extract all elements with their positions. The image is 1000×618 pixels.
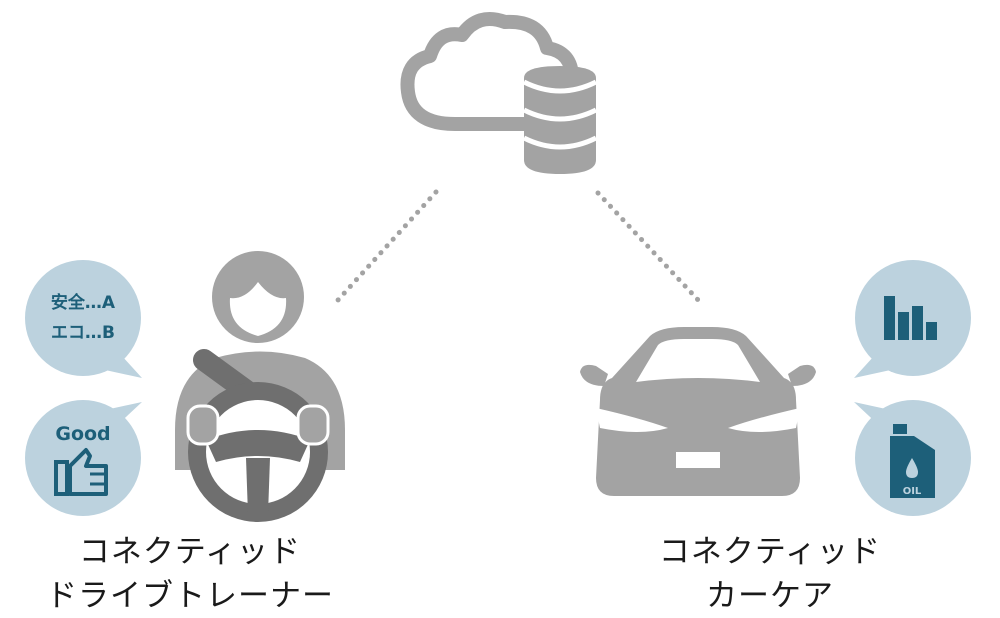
car-caption: コネクティッド カーケア bbox=[610, 530, 930, 618]
connector-driver bbox=[335, 189, 439, 303]
driver-caption: コネクティッド ドライブトレーナー bbox=[30, 530, 350, 618]
bar-chart-icon bbox=[884, 296, 937, 340]
car-icon bbox=[580, 327, 816, 496]
score-line-eco: エコ…B bbox=[51, 323, 115, 343]
database-icon bbox=[522, 66, 598, 174]
steering-wheel-icon bbox=[186, 382, 330, 522]
oil-bubble: OIL bbox=[854, 400, 971, 516]
good-bubble: Good bbox=[25, 400, 142, 516]
car-caption-line1: コネクティッド bbox=[658, 534, 882, 570]
oil-label: OIL bbox=[903, 486, 922, 497]
oil-bottle-icon: OIL bbox=[890, 424, 935, 498]
thumbs-up-icon bbox=[54, 448, 108, 496]
good-label: Good bbox=[55, 423, 110, 445]
driver-caption-line1: コネクティッド bbox=[78, 534, 302, 570]
car-caption-line2: カーケア bbox=[706, 578, 834, 614]
score-line-safety: 安全…A bbox=[51, 292, 116, 313]
connector-car bbox=[595, 190, 703, 305]
chart-bubble bbox=[854, 260, 971, 378]
score-bubble: 安全…A エコ…B bbox=[25, 260, 142, 378]
driver-caption-line2: ドライブトレーナー bbox=[46, 578, 334, 614]
